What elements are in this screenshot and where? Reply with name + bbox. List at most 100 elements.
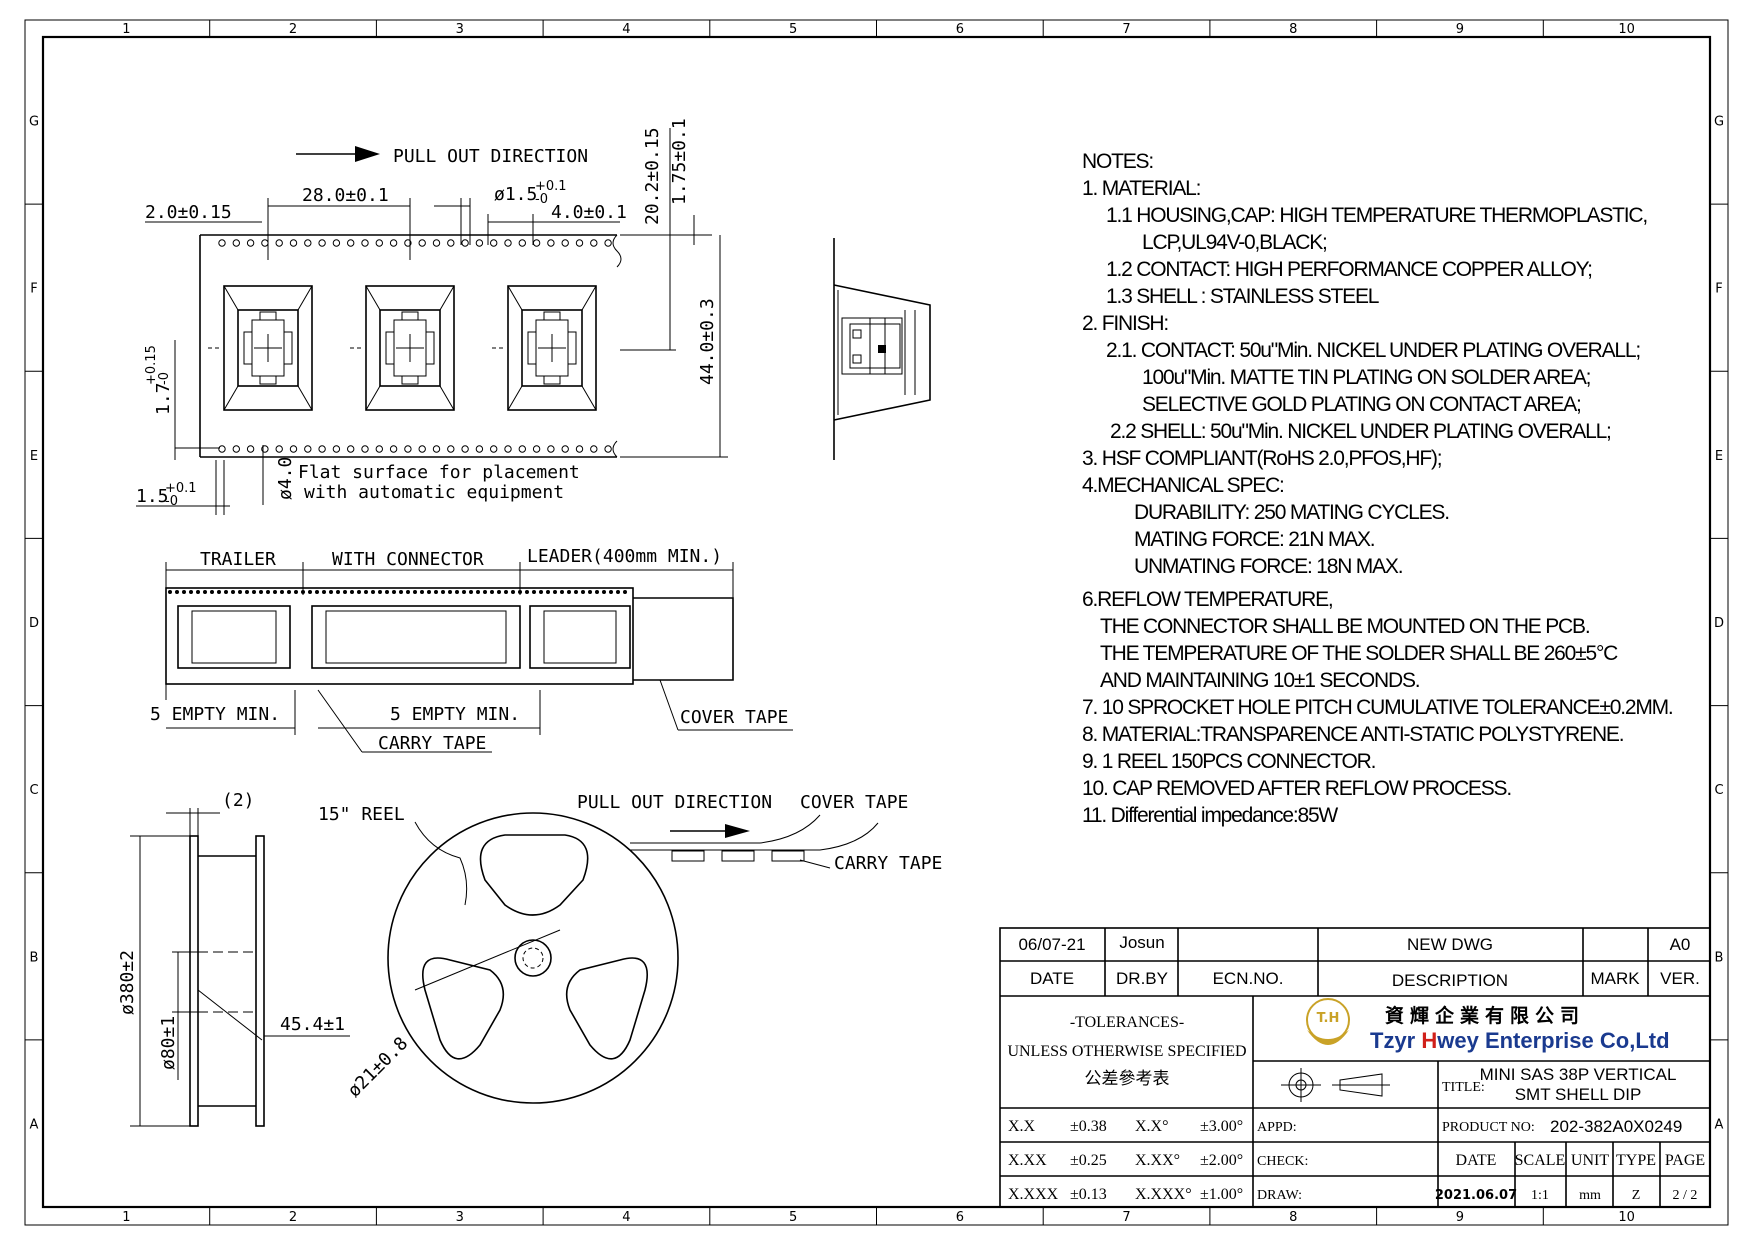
tolerance-cell: X.X bbox=[1008, 1118, 1036, 1135]
sprocket-hole bbox=[357, 590, 361, 594]
sprocket-hole bbox=[275, 239, 283, 247]
note-line: DURABILITY: 250 MATING CYCLES. bbox=[1134, 501, 1449, 524]
sprocket-hole bbox=[547, 445, 555, 453]
pocket bbox=[350, 285, 455, 411]
svg-text:+0.1: +0.1 bbox=[535, 179, 567, 194]
pocket-side-view bbox=[833, 238, 931, 460]
grid-row-label: B bbox=[1715, 950, 1724, 965]
sprocket-hole bbox=[590, 239, 598, 247]
grid-col-label: 4 bbox=[622, 1210, 630, 1225]
sprocket-hole bbox=[238, 590, 242, 594]
sprocket-hole bbox=[518, 445, 526, 453]
sprocket-hole bbox=[532, 590, 536, 594]
sprocket-hole bbox=[595, 590, 599, 594]
strip-view: TRAILER WITH CONNECTOR LEADER(400mm MIN.… bbox=[150, 546, 793, 754]
sprocket-hole bbox=[404, 239, 412, 247]
empty-left-label: 5 EMPTY MIN. bbox=[150, 704, 280, 725]
dim-21: ø21±0.8 bbox=[344, 1033, 412, 1101]
sprocket-hole bbox=[441, 590, 445, 594]
sprocket-hole bbox=[252, 590, 256, 594]
sprocket-hole bbox=[420, 590, 424, 594]
svg-text:SCALE: SCALE bbox=[1515, 1152, 1566, 1169]
note-line: 8. MATERIAL:TRANSPARENCE ANTI-STATIC POL… bbox=[1082, 723, 1623, 746]
grid-row-label: D bbox=[1714, 616, 1724, 631]
sprocket-hole bbox=[322, 590, 326, 594]
sprocket-hole bbox=[347, 445, 355, 453]
dim-depth: 1.7 bbox=[153, 382, 174, 415]
rev-drby: Josun bbox=[1119, 933, 1164, 952]
sprocket-hole bbox=[427, 590, 431, 594]
note-line: NOTES: bbox=[1082, 150, 1153, 173]
sprocket-hole bbox=[553, 590, 557, 594]
tolerance-cell: X.X° bbox=[1135, 1118, 1169, 1135]
strip-pockets bbox=[177, 605, 631, 669]
svg-text:T.H: T.H bbox=[1317, 1011, 1340, 1026]
svg-text:APPD:: APPD: bbox=[1257, 1120, 1297, 1135]
grid-col-label: 7 bbox=[1122, 1210, 1130, 1225]
note-line: 10. CAP REMOVED AFTER REFLOW PROCESS. bbox=[1082, 777, 1511, 800]
note-line: 2.2 SHELL: 50u"Min. NICKEL UNDER PLATING… bbox=[1110, 420, 1611, 443]
dim-45: 45.4±1 bbox=[280, 1014, 345, 1035]
strip-sprocket-holes bbox=[168, 590, 627, 594]
note-line: 11. Differential impedance:85W bbox=[1082, 804, 1338, 827]
sprocket-hole bbox=[266, 590, 270, 594]
grid-row-label: A bbox=[30, 1117, 39, 1132]
sprocket-hole bbox=[511, 590, 515, 594]
note-line: THE CONNECTOR SHALL BE MOUNTED ON THE PC… bbox=[1100, 615, 1589, 638]
company-name: Tzyr Hwey Enterprise Co,Ltd bbox=[1370, 1028, 1670, 1053]
sprocket-hole bbox=[561, 445, 569, 453]
rev-ver: A0 bbox=[1670, 935, 1691, 954]
dim-center: 20.2±0.15 bbox=[642, 127, 663, 225]
sprocket-hole bbox=[392, 590, 396, 594]
grid-col-label: 5 bbox=[789, 22, 797, 37]
sprocket-hole bbox=[304, 239, 312, 247]
rev-date: 06/07-21 bbox=[1018, 935, 1085, 954]
sprocket-hole bbox=[539, 590, 543, 594]
sprocket-hole bbox=[462, 590, 466, 594]
svg-text:UNIT: UNIT bbox=[1571, 1152, 1609, 1169]
note-line: UNMATING FORCE: 18N MAX. bbox=[1134, 555, 1402, 578]
note-line: SELECTIVE GOLD PLATING ON CONTACT AREA; bbox=[1142, 393, 1581, 416]
sprocket-hole bbox=[273, 590, 277, 594]
grid-col-label: 9 bbox=[1456, 1210, 1464, 1225]
carry-tape-label: CARRY TAPE bbox=[378, 733, 486, 754]
svg-text:DR.BY: DR.BY bbox=[1116, 969, 1168, 988]
sprocket-hole bbox=[315, 590, 319, 594]
sprocket-hole bbox=[604, 239, 612, 247]
sprocket-hole bbox=[609, 590, 613, 594]
sprocket-holes-top bbox=[218, 239, 612, 247]
sprocket-hole bbox=[490, 239, 498, 247]
dim-hole-pitch: 4.0±0.1 bbox=[551, 202, 627, 223]
reel-front-view: ø21±0.8 15" REEL PULL OUT DIRECTION COVE… bbox=[318, 792, 942, 1104]
sprocket-hole bbox=[232, 239, 241, 247]
sprocket-hole bbox=[196, 590, 200, 594]
dim-80: ø80±1 bbox=[158, 1016, 179, 1070]
notes-block: NOTES:1. MATERIAL:1.1 HOUSING,CAP: HIGH … bbox=[1082, 150, 1674, 827]
sprocket-hole bbox=[561, 239, 569, 247]
sprocket-hole bbox=[389, 239, 398, 247]
grid-row-label: D bbox=[29, 616, 39, 631]
sprocket-hole bbox=[332, 239, 341, 247]
reel-carry-tape-label: CARRY TAPE bbox=[834, 853, 942, 874]
tolerance-cell: X.XXX bbox=[1008, 1186, 1059, 1203]
tolerance-cell: ±0.13 bbox=[1070, 1186, 1107, 1203]
sprocket-hole bbox=[361, 239, 369, 247]
sprocket-hole bbox=[189, 590, 193, 594]
svg-text:ECN.NO.: ECN.NO. bbox=[1213, 969, 1284, 988]
flat-surface-2: with automatic equipment bbox=[304, 482, 564, 503]
svg-text:mm: mm bbox=[1579, 1188, 1601, 1203]
title-block: 06/07-21 Josun NEW DWG A0 DATE DR.BY ECN… bbox=[999, 927, 1711, 1208]
sprocket-hole bbox=[246, 445, 255, 453]
sprocket-hole bbox=[218, 445, 226, 453]
rev-desc: NEW DWG bbox=[1407, 935, 1493, 954]
sprocket-hole bbox=[336, 590, 340, 594]
sprocket-hole bbox=[375, 445, 383, 453]
sprocket-hole bbox=[318, 239, 326, 247]
tolerance-cell: X.XX bbox=[1008, 1152, 1047, 1169]
sprocket-hole bbox=[418, 445, 426, 453]
sprocket-hole bbox=[399, 590, 403, 594]
sprocket-hole bbox=[406, 590, 410, 594]
sprocket-hole bbox=[289, 445, 298, 453]
